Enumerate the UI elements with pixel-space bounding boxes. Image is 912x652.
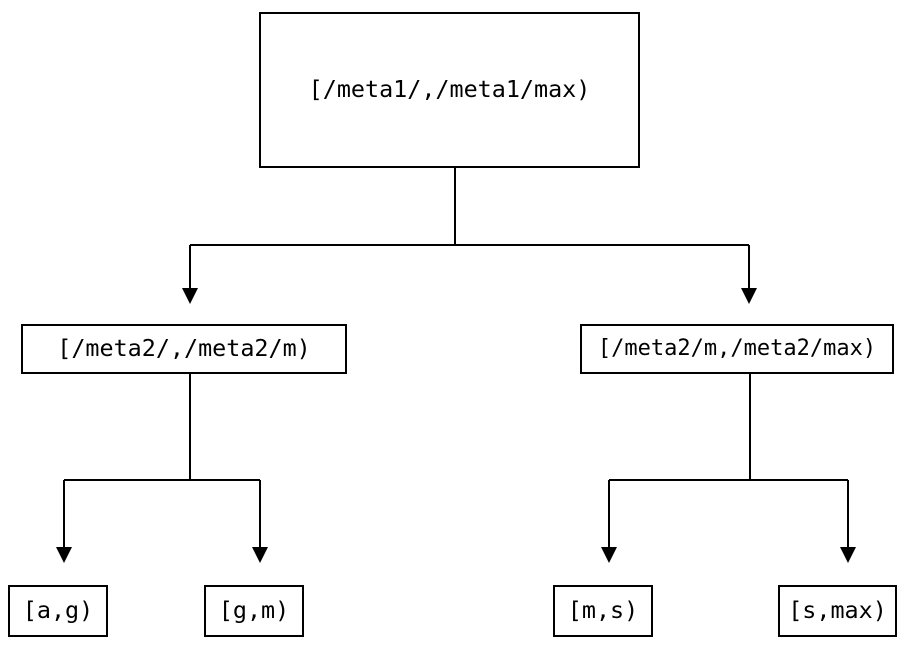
arrowhead-root-to-meta2-low xyxy=(182,288,198,304)
node-meta2-high[interactable]: [/meta2/m,/meta2/max) xyxy=(580,324,894,374)
node-meta2-high-label: [/meta2/m,/meta2/max) xyxy=(597,336,877,361)
node-meta2-low-label: [/meta2/,/meta2/m) xyxy=(57,334,311,363)
arrowhead-meta2-low-to-leaf-ag xyxy=(56,547,72,563)
node-leaf-g-m-label: [g,m) xyxy=(218,596,290,625)
node-leaf-s-max[interactable]: [s,max) xyxy=(778,585,897,637)
arrowhead-meta2-low-to-leaf-gm xyxy=(252,547,268,563)
node-leaf-s-max-label: [s,max) xyxy=(788,596,887,625)
arrowhead-root-to-meta2-high xyxy=(741,288,757,304)
arrowhead-meta2-high-to-leaf-ms xyxy=(601,547,617,563)
node-leaf-a-g-label: [a,g) xyxy=(22,596,94,625)
node-leaf-m-s-label: [m,s) xyxy=(567,596,639,625)
node-root[interactable]: [/meta1/,/meta1/max) xyxy=(259,12,640,168)
node-leaf-m-s[interactable]: [m,s) xyxy=(553,585,653,637)
node-leaf-g-m[interactable]: [g,m) xyxy=(204,585,304,637)
node-meta2-low[interactable]: [/meta2/,/meta2/m) xyxy=(21,324,347,374)
arrowhead-meta2-high-to-leaf-smax xyxy=(840,547,856,563)
node-root-label: [/meta1/,/meta1/max) xyxy=(308,75,591,104)
node-leaf-a-g[interactable]: [a,g) xyxy=(8,585,108,637)
